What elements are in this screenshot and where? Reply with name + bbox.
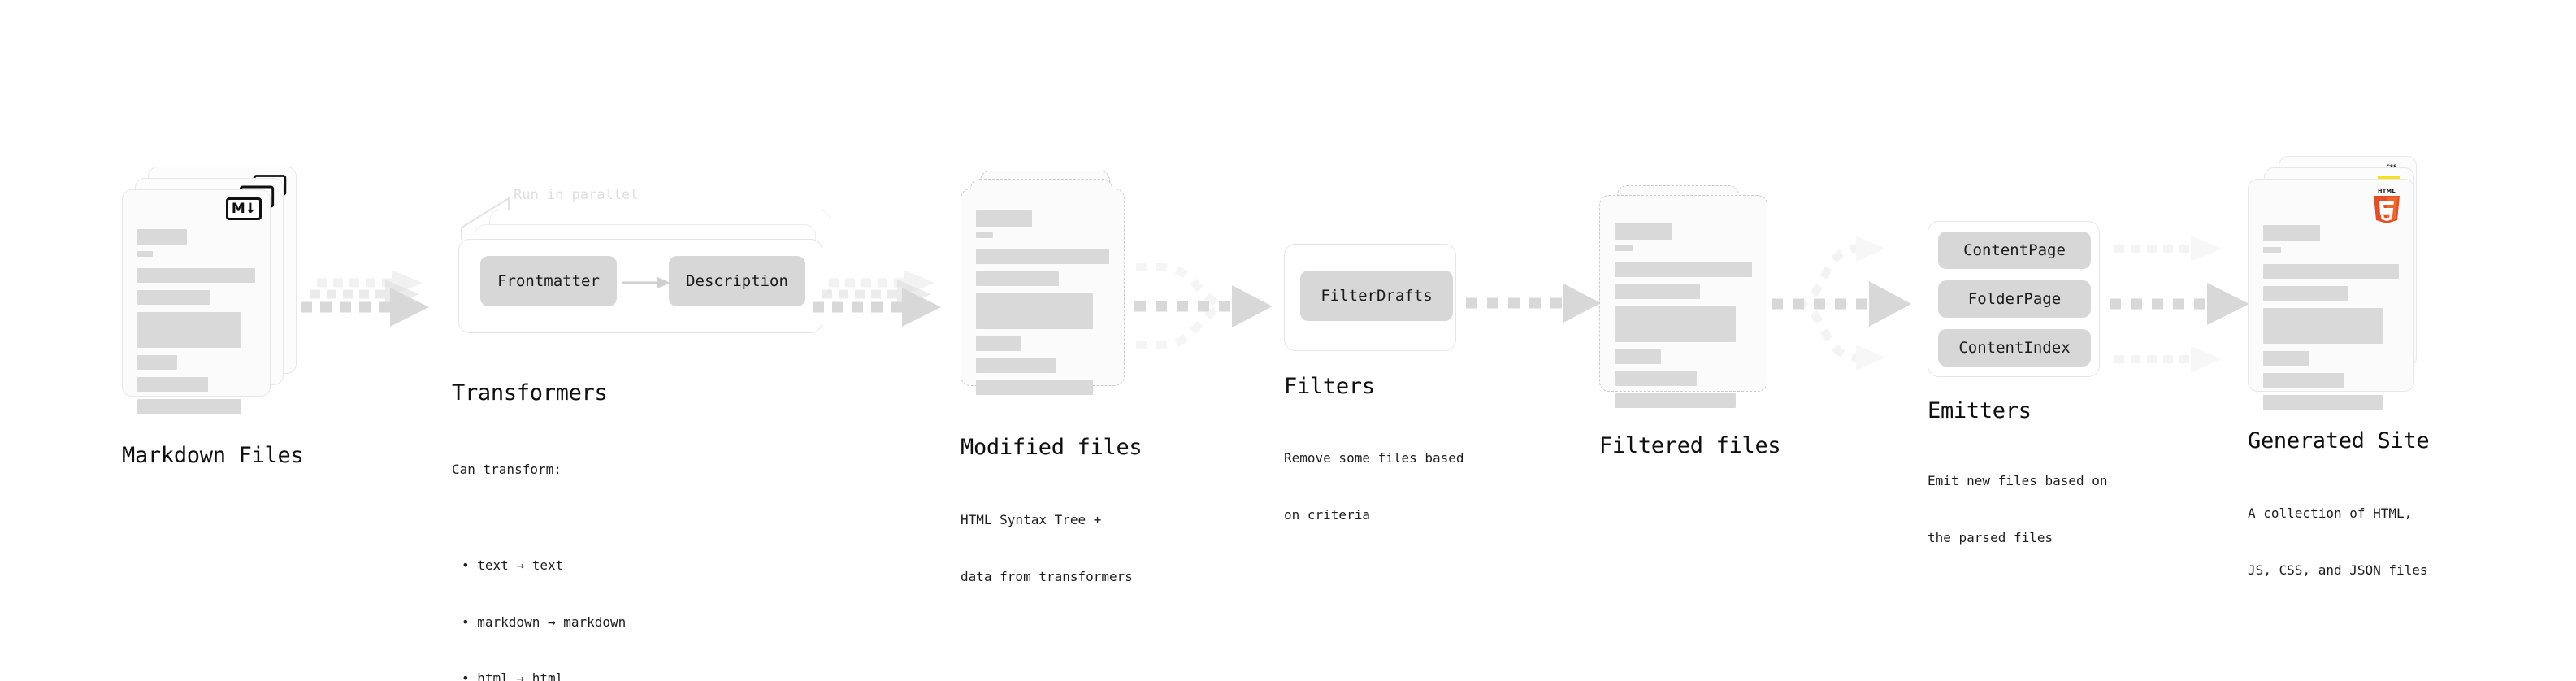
stage-markdown-files: M↓ M↓ M↓ Markdown Files — [122, 167, 304, 468]
placeholder-line — [137, 399, 241, 414]
placeholder-line — [137, 312, 241, 348]
placeholder-line — [1615, 306, 1736, 342]
placeholder-line — [2263, 286, 2348, 301]
modified-files-description-line-2: data from transformers — [961, 568, 1133, 584]
stage-modified-files: Modified files HTML Syntax Tree + data f… — [961, 171, 1143, 584]
arrow-transformers-to-modified — [813, 270, 941, 327]
arrow-filters-to-filtered — [1466, 284, 1601, 323]
placeholder-line — [2263, 264, 2399, 279]
transformers-box: Frontmatter Description — [458, 239, 822, 333]
filters-description: Remove some files based on criteria — [1284, 411, 1464, 562]
transformers-bullet-2: • html → html — [462, 670, 564, 681]
placeholder-line — [976, 232, 994, 238]
placeholder-line — [137, 355, 178, 370]
stage-generated-site: CSS HTML — [2248, 156, 2431, 578]
emitter-chip-contentpage[interactable]: ContentPage — [1938, 232, 2091, 269]
generated-site-description: A collection of HTML, JS, CSS, and JSON … — [2248, 466, 2428, 618]
markdown-icon: M↓ — [226, 197, 262, 220]
transformer-chip-frontmatter[interactable]: Frontmatter — [480, 256, 617, 306]
modified-files-description: HTML Syntax Tree + data from transformer… — [961, 473, 1133, 624]
transformer-chip-description[interactable]: Description — [669, 256, 805, 306]
arrow-modified-to-filters — [1134, 263, 1273, 349]
generated-site-description-line-1: A collection of HTML, — [2248, 505, 2413, 522]
transformer-connector-arrow — [622, 277, 670, 288]
card-placeholder-lines — [2263, 225, 2399, 417]
filtered-file-stack — [1599, 185, 1770, 408]
placeholder-line — [1615, 284, 1700, 299]
stage-title-transformers: Transformers — [452, 380, 608, 406]
placeholder-line — [2263, 373, 2345, 388]
arrow-emitters-to-site — [2110, 236, 2249, 372]
placeholder-line — [976, 249, 1109, 264]
placeholder-line — [976, 210, 1032, 227]
placeholder-line — [137, 377, 208, 392]
modified-file-stack — [961, 171, 1131, 395]
stage-title-filtered-files: Filtered files — [1599, 433, 1781, 458]
emitter-chip-contentindex[interactable]: ContentIndex — [1938, 329, 2091, 367]
emitters-box: ContentPage FolderPage ContentIndex — [1928, 221, 2100, 377]
stage-title-filters: Filters — [1284, 374, 1375, 399]
emitters-description: Emit new files based on the parsed files — [1928, 434, 2108, 585]
placeholder-line — [1615, 262, 1752, 277]
placeholder-line — [1615, 371, 1698, 386]
markdown-card-front: M↓ — [122, 189, 271, 414]
placeholder-line — [2263, 247, 2281, 253]
placeholder-line — [2263, 308, 2383, 344]
generated-site-description-line-2: JS, CSS, and JSON files — [2248, 562, 2428, 578]
placeholder-line — [1615, 349, 1662, 364]
run-in-parallel-leader — [461, 197, 510, 239]
placeholder-line — [976, 271, 1059, 286]
modified-card-front — [961, 189, 1125, 395]
placeholder-line — [137, 229, 187, 245]
stage-title-emitters: Emitters — [1928, 398, 2032, 423]
placeholder-line — [1615, 223, 1672, 240]
placeholder-line — [1615, 245, 1633, 251]
stage-filtered-files: Filtered files — [1599, 185, 1781, 458]
transformers-description-heading: Can transform: — [452, 462, 562, 478]
svg-text:HTML: HTML — [2378, 188, 2396, 194]
placeholder-line — [976, 380, 1094, 395]
transformers-description: Can transform: • text → text • markdown … — [452, 423, 626, 681]
emitter-chip-folderpage[interactable]: FolderPage — [1938, 280, 2091, 318]
emitters-description-line-1: Emit new files based on — [1928, 473, 2108, 489]
placeholder-line — [976, 358, 1056, 373]
html5-icon: HTML — [2371, 186, 2402, 223]
html5-icon-svg: HTML — [2374, 188, 2400, 223]
placeholder-line — [976, 293, 1094, 329]
filtered-card-front — [1599, 195, 1767, 408]
transformers-bullet-1: • markdown → markdown — [462, 614, 627, 630]
placeholder-line — [1615, 393, 1736, 408]
transformers-bullet-0: • text → text — [462, 557, 564, 574]
placeholder-line — [2263, 351, 2309, 366]
filters-box: FilterDrafts — [1284, 244, 1456, 351]
site-card-html: HTML — [2248, 179, 2414, 410]
arrow-markdown-to-transformers — [301, 270, 429, 327]
card-placeholder-lines — [137, 229, 255, 421]
stage-title-markdown-files: Markdown Files — [122, 443, 304, 468]
emitters-description-line-2: the parsed files — [1928, 529, 2053, 545]
filter-chip-filterdrafts[interactable]: FilterDrafts — [1300, 271, 1453, 321]
arrow-filtered-to-emitters — [1772, 236, 1911, 371]
placeholder-line — [976, 336, 1021, 351]
filters-description-line-1: Remove some files based — [1284, 450, 1464, 466]
placeholder-line — [2263, 225, 2321, 241]
placeholder-line — [2263, 395, 2383, 410]
placeholder-line — [137, 251, 153, 257]
markdown-file-stack: M↓ M↓ M↓ — [122, 167, 297, 414]
card-placeholder-lines — [1615, 223, 1752, 415]
stage-title-generated-site: Generated Site — [2248, 428, 2430, 453]
run-in-parallel-label: Run in parallel — [514, 187, 639, 203]
modified-files-description-line-1: HTML Syntax Tree + — [961, 512, 1102, 528]
placeholder-line — [137, 290, 210, 305]
stage-title-modified-files: Modified files — [961, 435, 1143, 460]
generated-site-stack: CSS HTML — [2248, 156, 2431, 410]
placeholder-line — [137, 268, 255, 283]
svg-text:CSS: CSS — [2387, 164, 2397, 170]
filters-description-line-2: on criteria — [1284, 506, 1370, 523]
card-placeholder-lines — [976, 210, 1109, 402]
